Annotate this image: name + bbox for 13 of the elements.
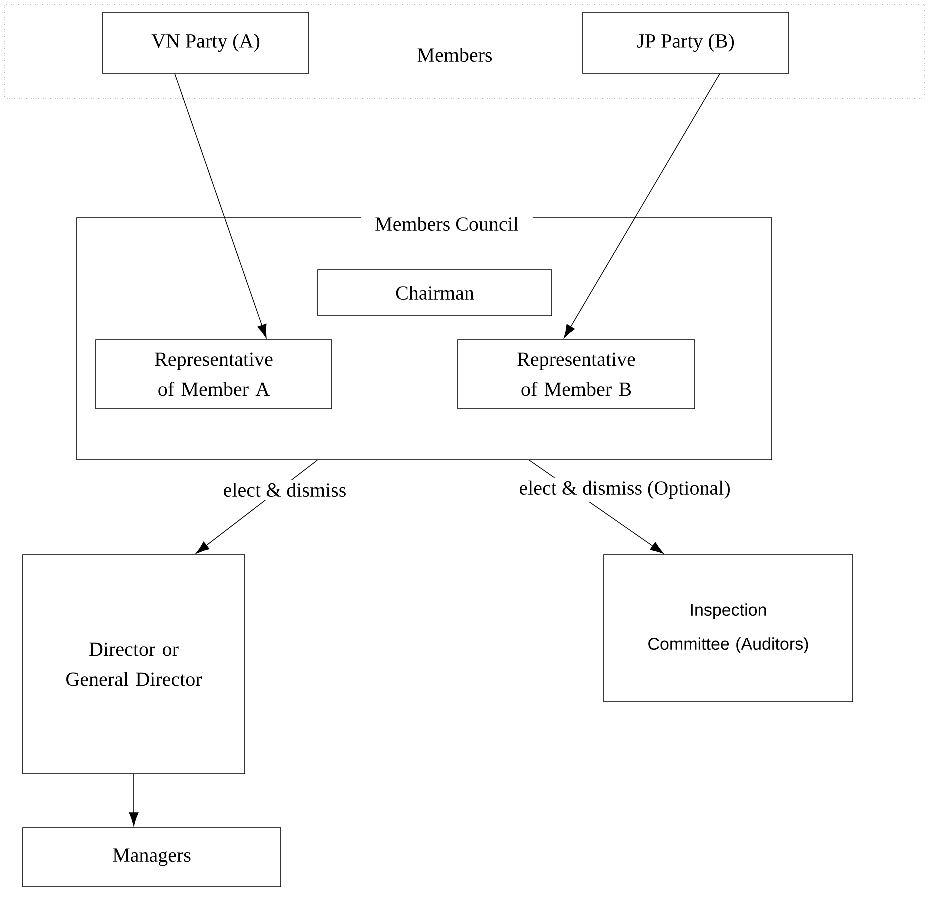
representative-box: Representative of Member A	[96, 340, 332, 410]
director-box: Director or General Director	[22, 554, 246, 774]
chairman-box: Chairman	[318, 270, 552, 316]
party-box: VN Party (A)	[102, 12, 310, 74]
committee-box: Inspection Committee (Auditors)	[604, 554, 854, 702]
arrow	[174, 74, 267, 338]
arrow	[564, 74, 720, 338]
representative-box: Representative of Member B	[458, 340, 696, 410]
arrow	[129, 774, 139, 826]
managers-box: Managers	[22, 828, 282, 888]
party-box: JP Party (B)	[582, 12, 790, 74]
edge-label: elect & dismiss	[220, 480, 350, 500]
edge-label: elect & dismiss (Optional)	[516, 478, 734, 502]
